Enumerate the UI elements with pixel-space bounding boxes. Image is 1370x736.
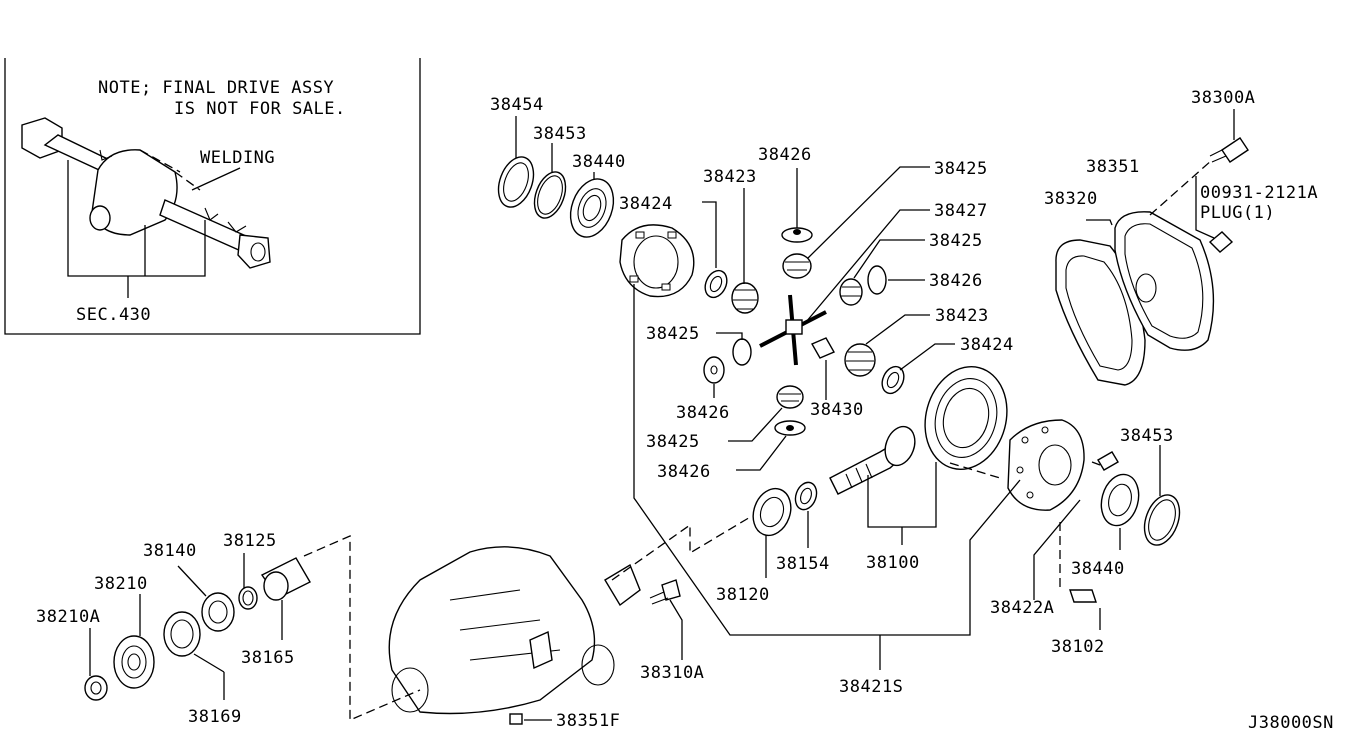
differential-case-38424 [619,224,695,298]
label-38426-b: 38426 [929,271,983,291]
inset-note-line2: IS NOT FOR SALE. [174,99,346,119]
label-38351F: 38351F [556,711,620,731]
label-38120: 38120 [716,585,770,605]
label-38351: 38351 [1086,157,1140,177]
label-38430: 38430 [810,400,864,420]
gear-38423-b [844,343,876,377]
cover-38351 [1114,211,1215,351]
sec-bracket [67,160,206,277]
label-38440-right: 38440 [1071,559,1125,579]
leader-lines [89,109,1235,721]
label-38426-d: 38426 [657,462,711,482]
plug-00931 [1208,231,1234,253]
differential-case-38422A [1007,419,1085,511]
label-38422A: 38422A [990,598,1054,618]
part-number-labels: 38454 38453 38440 38426 38423 38424 3842… [36,88,1334,733]
label-38425-b: 38425 [929,231,983,251]
label-38423-b: 38423 [935,306,989,326]
washer-38424-b [881,365,905,395]
axle-housing-sketch [21,117,271,269]
washer-38426-a [781,227,813,243]
label-38154: 38154 [776,554,830,574]
gear-38423-a [731,282,759,314]
label-38440-top: 38440 [572,152,626,172]
label-38210: 38210 [94,574,148,594]
inset-border [4,58,421,335]
inset-box: NOTE; FINAL DRIVE ASSY IS NOT FOR SALE. … [4,58,421,335]
label-38210A: 38210A [36,607,100,627]
label-38100: 38100 [866,553,920,573]
bearing-38140 [201,592,235,632]
washer-38426-c [703,356,725,384]
label-38165: 38165 [241,648,295,668]
plug-38351F [509,713,523,725]
label-38125: 38125 [223,531,277,551]
label-38310A: 38310A [640,663,704,683]
drive-pinion-38100 [829,425,916,495]
label-38454: 38454 [490,95,544,115]
bearing-38120 [752,487,792,537]
label-38300A: 38300A [1191,88,1255,108]
inset-note-line1: NOTE; FINAL DRIVE ASSY [98,78,334,98]
bolt-small-right [1097,451,1119,471]
label-38424-a: 38424 [619,194,673,214]
seal-38169 [163,611,201,657]
inset-welding-label: WELDING [200,148,275,168]
nut-38210A [84,675,108,701]
label-38425-c: 38425 [646,324,700,344]
label-38169: 38169 [188,707,242,727]
bolt-38102 [1069,589,1097,603]
bearing-38440-top [569,178,615,238]
label-38453-right: 38453 [1120,426,1174,446]
bolt-38300A [1209,137,1249,163]
label-38424-b: 38424 [960,335,1014,355]
label-38421S: 38421S [839,677,903,697]
washer-38426-d [774,420,806,436]
bushing-38165 [260,557,311,601]
flange-38210 [113,635,155,689]
gear-38425-d [776,385,804,409]
pinion-shaft-38427 [759,294,827,366]
seal-38454 [497,156,535,208]
shim-38453-right [1143,494,1181,546]
inset-sec-label: SEC.430 [76,305,151,325]
washer-38426-b [867,265,887,295]
label-38425-d: 38425 [646,432,700,452]
carrier-housing [388,546,641,715]
ring-38125 [238,586,258,610]
label-38427: 38427 [934,201,988,221]
bearing-38440-right [1100,473,1140,527]
pin-38430 [811,337,835,359]
spacer-38154 [794,481,818,511]
label-plug: PLUG(1) [1200,203,1275,223]
label-00931-2121A: 00931-2121A [1200,183,1318,203]
label-38425-a: 38425 [934,159,988,179]
assembly-lines [303,159,1213,721]
label-38140: 38140 [143,541,197,561]
diagram-code: J38000SN [1248,713,1334,733]
label-38426-a: 38426 [758,145,812,165]
shim-38453-top [533,171,567,219]
bolt-38310A [649,579,681,605]
washer-38424-a [704,269,728,299]
welding-leader [191,167,241,191]
label-38426-c: 38426 [676,403,730,423]
gear-38425-b [839,278,863,306]
ring-gear-38100 [924,366,1008,470]
label-38423-a: 38423 [703,167,757,187]
gear-38425-a [782,253,812,279]
label-38453-top: 38453 [533,124,587,144]
label-38102: 38102 [1051,637,1105,657]
label-38320: 38320 [1044,189,1098,209]
gear-38425-c [732,338,752,366]
